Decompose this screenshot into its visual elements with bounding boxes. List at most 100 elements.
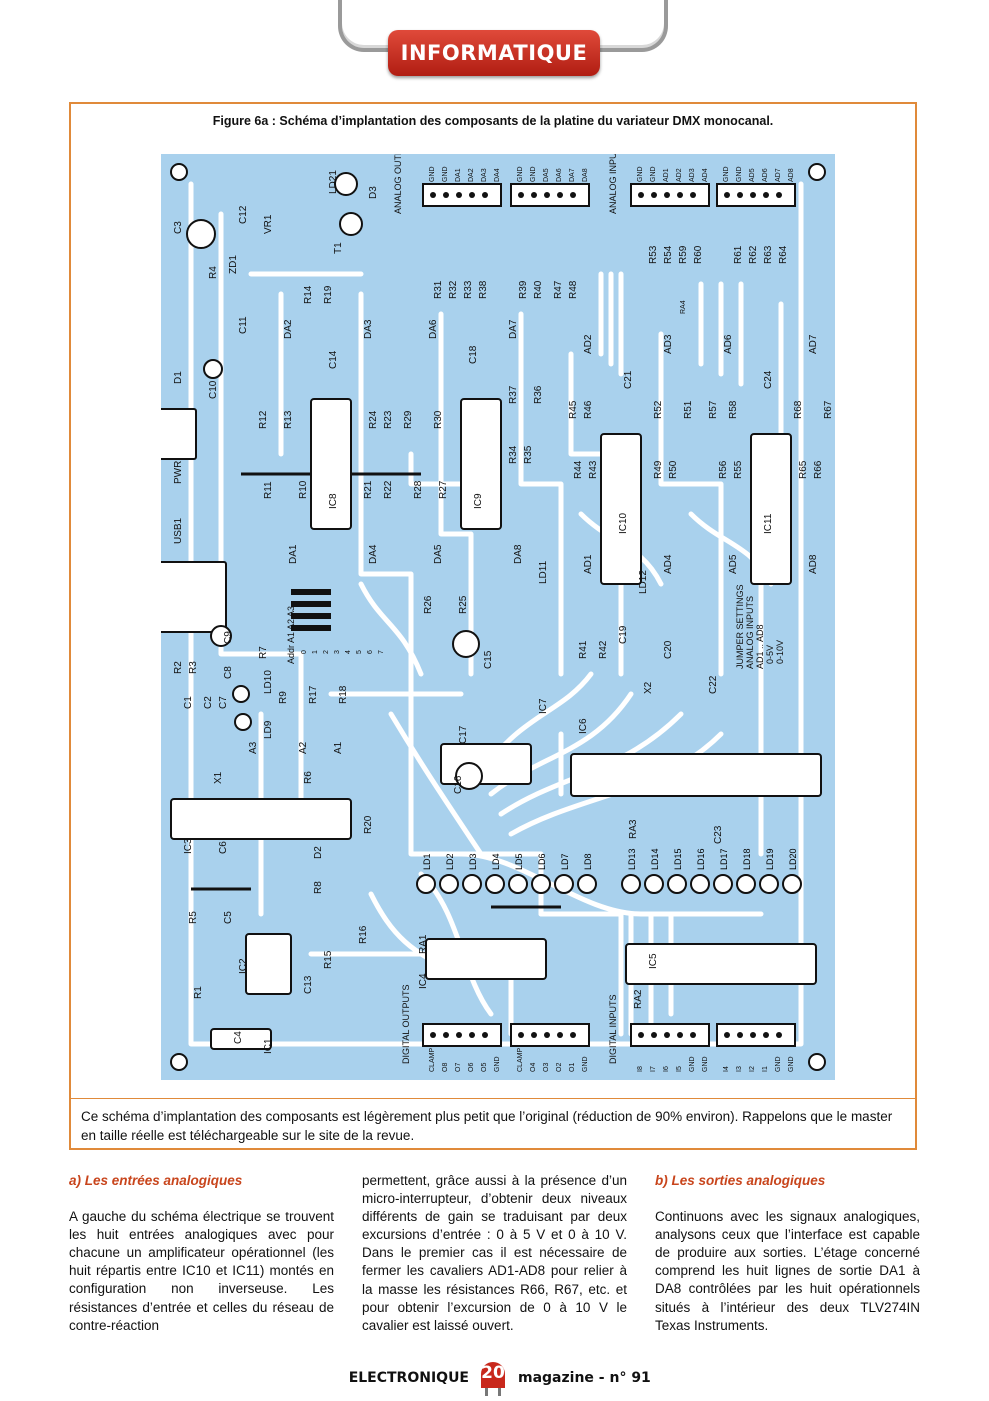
ref-ad8: AD8: [808, 554, 819, 574]
pin-label: O3: [543, 1063, 550, 1072]
ref-r64: R64: [778, 245, 789, 264]
ref-r1: R1: [193, 986, 204, 999]
ref-r39: R39: [518, 280, 529, 299]
ref-c22: C22: [708, 675, 719, 694]
ref-a1: A1: [333, 741, 344, 754]
ref-r37: R37: [508, 385, 519, 404]
ref-r27: R27: [438, 480, 449, 499]
led-label: LD8: [583, 853, 593, 870]
ref-r6: R6: [303, 771, 314, 784]
ref-r54: R54: [663, 245, 674, 264]
pin-label: I1: [762, 1066, 769, 1072]
pin-label: GND: [650, 166, 657, 182]
ref-ld21: LD21: [328, 170, 339, 194]
ref-r53: R53: [648, 245, 659, 264]
ref-ad6: AD6: [723, 334, 734, 354]
ref-r20: R20: [363, 815, 374, 834]
ref-c19: C19: [618, 625, 629, 644]
ref-r34: R34: [508, 445, 519, 464]
led-ld16: [690, 874, 710, 894]
pin-label: I6: [663, 1066, 670, 1072]
led-label: LD15: [673, 848, 683, 870]
led-label: LD19: [765, 848, 775, 870]
ref-r19: R19: [323, 285, 334, 304]
label-jumper-0-5: 0-5V: [765, 645, 775, 664]
ref-r50: R50: [668, 460, 679, 479]
label-jumper-line3: AD1 .. AD8: [755, 624, 765, 669]
ref-r4: R4: [208, 266, 219, 279]
addr-row-label: 6: [367, 650, 374, 654]
pin-label: DA6: [556, 168, 563, 182]
ref-r41: R41: [578, 640, 589, 659]
ref-r57: R57: [708, 400, 719, 419]
ref-x2: X2: [643, 681, 654, 694]
ref-ra3: RA3: [628, 819, 639, 839]
ref-c14: C14: [328, 350, 339, 369]
paragraph-analog-outputs: Continuons avec les signaux analogiques,…: [655, 1209, 920, 1333]
pcb-layout: ANALOG OUTPUTS ANALOG INPUTS DIGITAL OUT…: [161, 154, 835, 1080]
led-ld14: [644, 874, 664, 894]
ref-da7: DA7: [508, 319, 519, 339]
figure-box: Figure 6a : Schéma d’implantation des co…: [69, 102, 917, 1150]
ref-r58: R58: [728, 400, 739, 419]
pin-label: AD4: [702, 168, 709, 182]
ref-da3: DA3: [363, 319, 374, 339]
pin-label: I2: [749, 1066, 756, 1072]
article-column-2: permettent, grâce aussi à la présence d’…: [362, 1172, 627, 1335]
pin-label: AD7: [775, 168, 782, 182]
ref-c5: C5: [223, 911, 234, 924]
ref-ld9: LD9: [263, 720, 274, 739]
led-ld1: [416, 874, 436, 894]
pin-label: AD5: [749, 168, 756, 182]
page-number-badge: 20: [478, 1358, 508, 1396]
addr-row-label: 0: [301, 650, 308, 654]
ref-r26: R26: [423, 595, 434, 614]
led-label: LD16: [696, 848, 706, 870]
ref-r24: R24: [368, 410, 379, 429]
ref-ic6: IC6: [578, 718, 589, 734]
pin-label: DA4: [494, 168, 501, 182]
ref-r5: R5: [188, 911, 199, 924]
pin-label: GND: [517, 166, 524, 182]
ref-r3: R3: [188, 661, 199, 674]
ref-ra2: RA2: [633, 989, 644, 1009]
led-label: LD7: [560, 853, 570, 870]
pin-label: GND: [689, 1056, 696, 1072]
pin-label: I8: [637, 1066, 644, 1072]
pin-label: O7: [455, 1063, 462, 1072]
label-jumper-settings: JUMPER SETTINGS: [735, 584, 745, 669]
ref-ic5: IC5: [648, 953, 659, 969]
ref-r29: R29: [403, 410, 414, 429]
caption-divider: [71, 1098, 915, 1099]
pin-label: I7: [650, 1066, 657, 1072]
pin-label: GND: [429, 166, 436, 182]
ref-r17: R17: [308, 685, 319, 704]
led-ld7: [554, 874, 574, 894]
addr-row-label: 4: [345, 650, 352, 654]
led-label: LD18: [742, 848, 752, 870]
ref-r2: R2: [173, 661, 184, 674]
figure-title: Figure 6a : Schéma d’implantation des co…: [212, 114, 774, 128]
led-ld20: [782, 874, 802, 894]
ref-r28: R28: [413, 480, 424, 499]
led-label: LD14: [650, 848, 660, 870]
ref-r15: R15: [323, 950, 334, 969]
led-label: LD3: [468, 853, 478, 870]
ref-r33: R33: [463, 280, 474, 299]
led-label: LD13: [627, 848, 637, 870]
addr-row-label: 3: [334, 650, 341, 654]
ref-c15: C15: [483, 650, 494, 669]
footer-issue: magazine - n° 91: [518, 1370, 651, 1386]
ref-c13: C13: [303, 975, 314, 994]
label-analog-inputs: ANALOG INPUTS: [608, 154, 618, 214]
ref-r55: R55: [733, 460, 744, 479]
pin-label: O5: [481, 1063, 488, 1072]
ref-ic3: IC3: [183, 838, 194, 854]
ref-ad3: AD3: [663, 334, 674, 354]
ref-ld12: LD12: [638, 570, 649, 594]
ref-ad2: AD2: [583, 334, 594, 354]
led-label: LD1: [422, 853, 432, 870]
led-label: LD6: [537, 853, 547, 870]
led-ld8: [577, 874, 597, 894]
pin-label: O6: [468, 1063, 475, 1072]
